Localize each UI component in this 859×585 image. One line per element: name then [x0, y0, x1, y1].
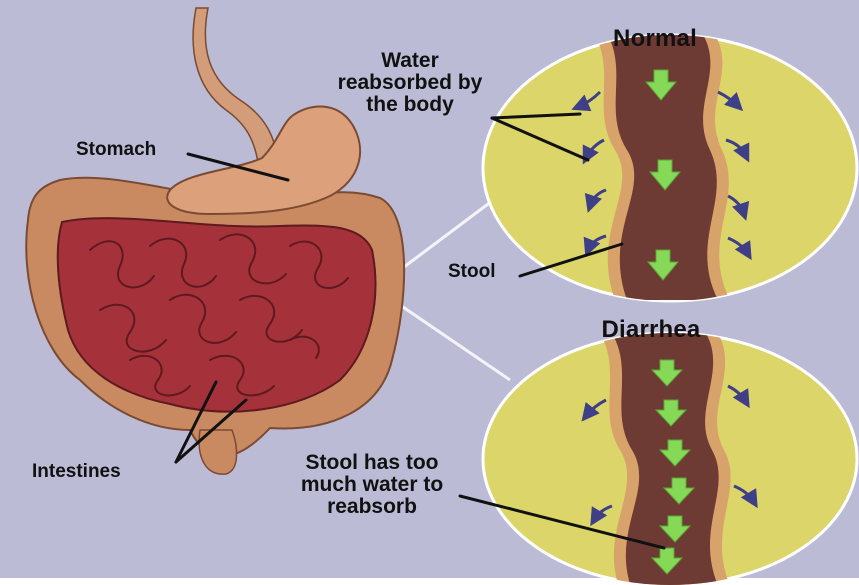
stool-too-much-line-1: Stool has too — [262, 452, 482, 474]
water-reabsorbed-line-1: Water — [300, 50, 520, 72]
water-reabsorbed-line-2: reabsorbed by — [300, 72, 520, 94]
stool-label: Stool — [448, 262, 496, 282]
stool-too-much-line-3: reabsorb — [262, 496, 482, 518]
intestines-label: Intestines — [32, 462, 121, 482]
normal-title: Normal — [590, 26, 720, 51]
stomach-label: Stomach — [76, 140, 156, 160]
diarrhea-title: Diarrhea — [566, 317, 736, 342]
diarrhea-oval — [483, 330, 857, 585]
water-reabsorbed-label: Water reabsorbed by the body — [300, 50, 520, 116]
stool-too-much-label: Stool has too much water to reabsorb — [262, 452, 482, 518]
stool-too-much-line-2: much water to — [262, 474, 482, 496]
water-reabsorbed-line-3: the body — [300, 94, 520, 116]
